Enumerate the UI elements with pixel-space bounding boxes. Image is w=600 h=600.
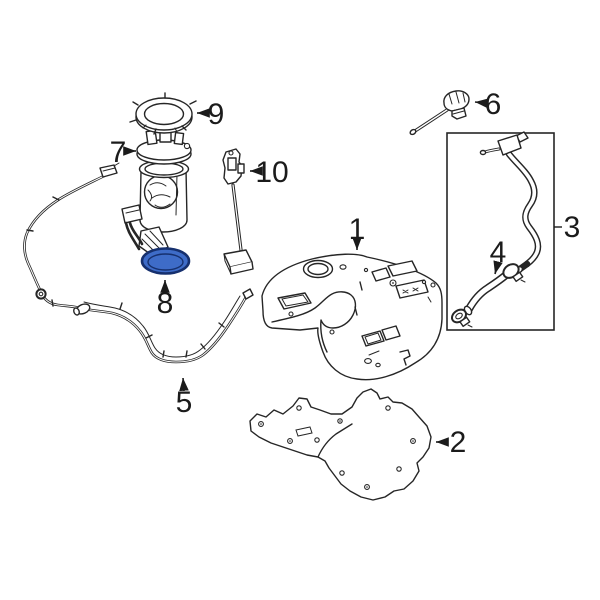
skid-plate-drawing — [249, 388, 432, 501]
fuel-pump-module-drawing — [121, 117, 192, 257]
seal-inner-ellipse — [147, 253, 184, 271]
callout-7-label[interactable]: 7 — [110, 136, 127, 169]
filler-hose-drawing — [450, 263, 526, 328]
callout-5[interactable]: 5 — [176, 377, 193, 419]
callout-2[interactable]: 2 — [436, 426, 466, 459]
filler-pipe-box — [446, 132, 555, 331]
callout-10[interactable]: 10 — [250, 156, 289, 189]
callout-7[interactable]: 7 — [110, 136, 136, 169]
callout-2-label[interactable]: 2 — [450, 426, 467, 459]
callout-6-label[interactable]: 6 — [485, 88, 502, 121]
callout-9-label[interactable]: 9 — [208, 98, 225, 131]
callout-1[interactable]: 1 — [349, 213, 366, 250]
fuel-lines-drawing — [23, 162, 254, 364]
callout-6[interactable]: 6 — [474, 88, 502, 121]
callout-5-label[interactable]: 5 — [176, 386, 193, 419]
filler-pipe-drawing — [479, 131, 542, 275]
fuel-tank-drawing — [261, 253, 443, 381]
fuel-pump-seal-drawing[interactable] — [140, 247, 191, 275]
callout-8-label[interactable]: 8 — [157, 287, 174, 320]
fuel-line-fitting — [99, 164, 118, 178]
callout-8[interactable]: 8 — [157, 280, 174, 320]
callout-9[interactable]: 9 — [197, 98, 224, 131]
callout-4-label[interactable]: 4 — [490, 236, 507, 269]
callout-10-label[interactable]: 10 — [255, 156, 288, 189]
filler-cap-drawing — [409, 90, 470, 136]
fuel-level-sender-drawing — [222, 148, 254, 275]
callout-3[interactable]: 3 — [554, 211, 580, 244]
callout-3-label[interactable]: 3 — [564, 211, 581, 244]
callout-1-label[interactable]: 1 — [349, 213, 366, 246]
callout-4[interactable]: 4 — [490, 236, 507, 275]
lock-ring-drawing — [129, 92, 197, 135]
